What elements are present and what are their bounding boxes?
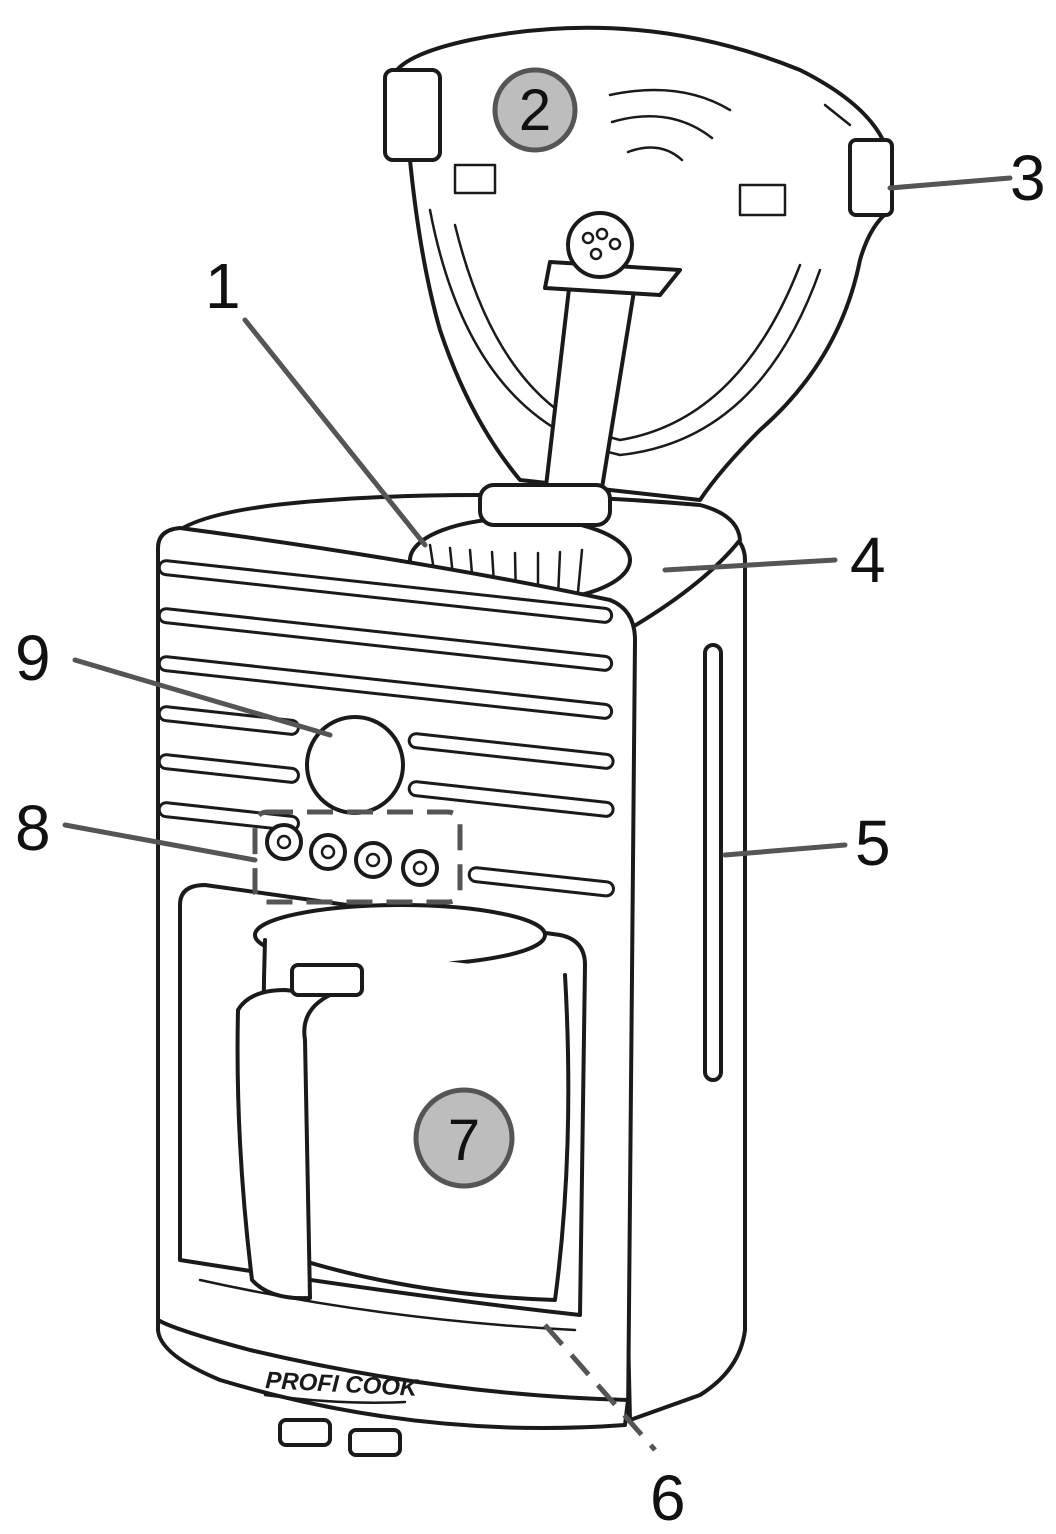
label-5: 5: [855, 807, 891, 879]
leader-3: [887, 175, 1013, 191]
badge-7: 7: [413, 1087, 515, 1189]
label-4: 4: [850, 524, 886, 596]
leader-4: [662, 557, 838, 573]
badge-2: 2: [492, 67, 578, 153]
leader-9: [72, 657, 333, 738]
jug: [198, 903, 577, 1332]
svg-text:2: 2: [519, 78, 551, 143]
water-level-window: [703, 643, 723, 1082]
control-buttons: [265, 823, 439, 887]
label-8: 8: [15, 792, 51, 864]
label-3: 3: [1010, 142, 1046, 214]
machine-body: PROFI COOK: [156, 483, 747, 1457]
buttons-callout-box: [252, 809, 463, 905]
leader-6: [543, 1323, 657, 1452]
leader-1: [242, 317, 428, 548]
label-6: 6: [650, 1462, 686, 1534]
svg-text:7: 7: [448, 1108, 480, 1173]
label-9: 9: [15, 622, 51, 694]
label-1: 1: [205, 250, 241, 322]
leader-8: [62, 822, 258, 863]
leader-5: [722, 842, 848, 858]
lid: [383, 25, 894, 502]
